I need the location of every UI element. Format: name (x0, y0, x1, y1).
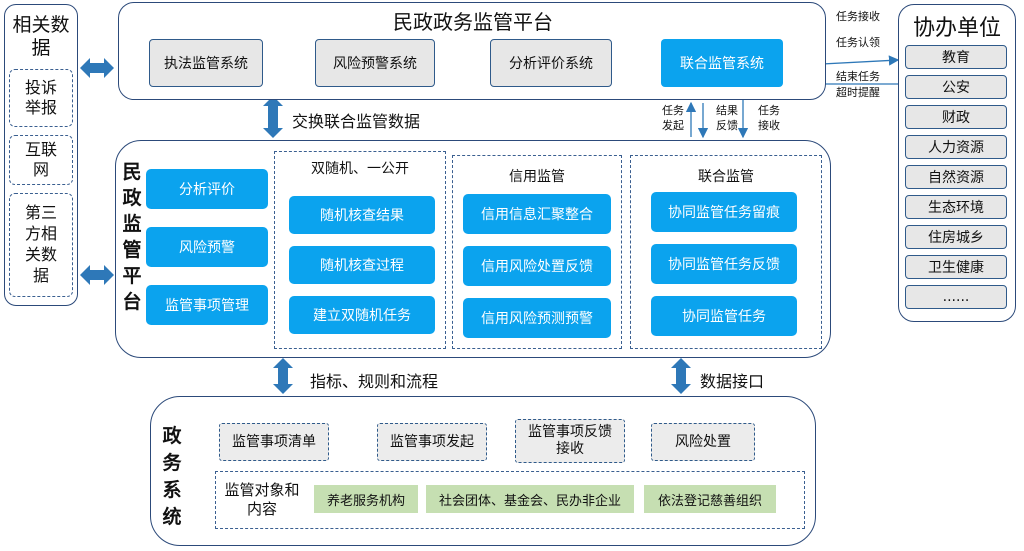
cooperating-unit-item[interactable]: ...... (905, 285, 1007, 309)
analysis-evaluation-button[interactable]: 分析评价 (146, 169, 268, 209)
government-system-panel: 政 务 系 统 监管事项清单 监管事项发起 监管事项反馈接收 风险处置 监管对象… (150, 396, 816, 546)
platform-title-char: 台 (122, 291, 142, 313)
cooperating-units-panel: 协办单位 教育公安财政人力资源自然资源生态环境住房城乡卫生健康...... (898, 4, 1016, 322)
timeout-label: 超时提醒 (836, 86, 880, 99)
top-platform-panel: 民政政务监管平台 执法监管系统 风险预警系统 分析评价系统 联合监管系统 (118, 2, 826, 100)
top-platform-title: 民政政务监管平台 (393, 9, 553, 34)
platform-vertical-title: 民 政 监 管 平 台 (120, 159, 144, 315)
related-data-panel: 相关数据 投诉举报 互联网 第三方相关数据 (4, 4, 78, 306)
double-random-group: 双随机、一公开 随机核查结果 随机核查过程 建立双随机任务 (274, 151, 446, 349)
result-feedback-label: 结果反馈 (716, 104, 738, 132)
platform-title-char: 平 (122, 265, 142, 287)
gov-title-char: 系 (162, 479, 182, 501)
task-receive-label-2: 任务接收 (758, 104, 780, 132)
cooperating-unit-item[interactable]: 公安 (905, 75, 1007, 99)
registered-charity: 依法登记慈善组织 (644, 485, 776, 513)
random-check-process-button[interactable]: 随机核查过程 (289, 246, 435, 284)
data-interface-label: 数据接口 (700, 372, 765, 391)
double-arrow-left-top (80, 58, 114, 78)
law-enforcement-system[interactable]: 执法监管系统 (149, 39, 263, 87)
task-start-label: 任务发起 (662, 104, 684, 132)
risk-handling[interactable]: 风险处置 (651, 423, 755, 461)
complaint-report-item: 投诉举报 (9, 69, 73, 127)
joint-supervision-title: 联合监管 (698, 169, 754, 185)
platform-title-char: 民 (122, 161, 142, 183)
supervision-item-feedback[interactable]: 监管事项反馈接收 (515, 419, 625, 463)
supervision-item-list[interactable]: 监管事项清单 (219, 423, 329, 461)
exchange-data-label: 交换联合监管数据 (292, 112, 421, 131)
social-organizations: 社会团体、基金会、民办非企业 (426, 485, 634, 513)
double-arrow-interface (671, 358, 691, 394)
cooperating-unit-item[interactable]: 人力资源 (905, 135, 1007, 159)
analysis-evaluation-system[interactable]: 分析评价系统 (490, 39, 612, 87)
double-arrow-exchange (263, 96, 283, 138)
risk-warning-button[interactable]: 风险预警 (146, 227, 268, 267)
double-random-title: 双随机、一公开 (311, 161, 409, 177)
cooperating-units-title: 协办单位 (912, 16, 1001, 41)
internet-item: 互联网 (9, 135, 73, 185)
create-double-random-task-button[interactable]: 建立双随机任务 (289, 296, 435, 334)
supervision-objects-box: 监管对象和内容 养老服务机构 社会团体、基金会、民办非企业 依法登记慈善组织 (215, 471, 805, 529)
credit-risk-feedback-button[interactable]: 信用风险处置反馈 (463, 246, 611, 286)
government-vertical-title: 政 务 系 统 (159, 423, 185, 531)
joint-supervision-group: 联合监管 协同监管任务留痕 协同监管任务反馈 协同监管任务 (630, 155, 822, 349)
platform-title-char: 监 (122, 213, 142, 235)
credit-info-aggregation-button[interactable]: 信用信息汇聚整合 (463, 194, 611, 234)
cooperating-unit-item[interactable]: 教育 (905, 45, 1007, 69)
indicators-rules-label: 指标、规则和流程 (310, 372, 439, 391)
platform-title-char: 管 (122, 239, 142, 261)
supervision-item-initiate[interactable]: 监管事项发起 (377, 423, 487, 461)
cooperating-unit-item[interactable]: 卫生健康 (905, 255, 1007, 279)
random-check-result-button[interactable]: 随机核查结果 (289, 196, 435, 234)
risk-warning-system[interactable]: 风险预警系统 (315, 39, 435, 87)
collab-task-trace-button[interactable]: 协同监管任务留痕 (651, 192, 797, 232)
credit-supervision-group: 信用监管 信用信息汇聚整合 信用风险处置反馈 信用风险预测预警 (452, 155, 622, 349)
collab-task-button[interactable]: 协同监管任务 (651, 296, 797, 336)
task-receive-label: 任务接收 (836, 10, 880, 23)
joint-supervision-system[interactable]: 联合监管系统 (661, 39, 783, 87)
cooperating-unit-item[interactable]: 生态环境 (905, 195, 1007, 219)
civil-affairs-platform-panel: 民 政 监 管 平 台 分析评价 风险预警 监管事项管理 双随机、一公开 随机核… (115, 140, 831, 358)
gov-title-char: 统 (162, 506, 182, 528)
supervision-objects-label: 监管对象和内容 (224, 481, 300, 518)
platform-title-char: 政 (122, 187, 142, 209)
task-claim-label: 任务认领 (836, 36, 880, 49)
double-arrow-left-mid (80, 265, 114, 285)
cooperating-unit-item[interactable]: 财政 (905, 105, 1007, 129)
end-task-label: 结束任务 (836, 70, 880, 83)
credit-risk-prediction-button[interactable]: 信用风险预测预警 (463, 298, 611, 338)
double-arrow-rules (273, 358, 293, 394)
collab-task-feedback-button[interactable]: 协同监管任务反馈 (651, 244, 797, 284)
supervision-item-management-button[interactable]: 监管事项管理 (146, 285, 268, 325)
credit-supervision-title: 信用监管 (509, 169, 565, 185)
related-data-title: 相关数据 (12, 14, 70, 59)
gov-title-char: 政 (162, 425, 182, 447)
elderly-service-institution: 养老服务机构 (314, 485, 418, 513)
cooperating-unit-item[interactable]: 自然资源 (905, 165, 1007, 189)
third-party-data-item: 第三方相关数据 (9, 193, 73, 297)
gov-title-char: 务 (162, 452, 182, 474)
cooperating-unit-item[interactable]: 住房城乡 (905, 225, 1007, 249)
